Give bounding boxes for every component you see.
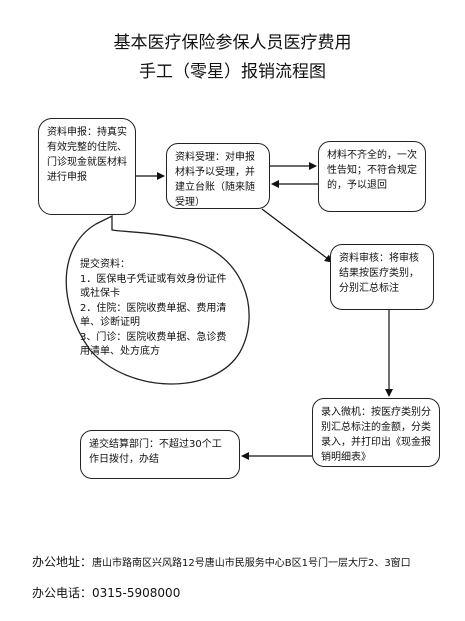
phone-label: 办公电话： [32, 586, 93, 600]
footer-phone: 办公电话：0315-5908000 [32, 584, 180, 601]
address-value: 唐山市路南区兴风路12号唐山市民服务中心B区1号门一层大厅2、3窗口 [92, 558, 411, 569]
node-review: 资料审核：将审核结果按医疗类别，分别汇总标注 [330, 244, 434, 310]
node-reject: 材料不齐全的，一次性告知；不符合规定的，予以退回 [318, 141, 426, 212]
documents-bubble [65, 214, 250, 385]
node-final: 递交结算部门：不超过30个工作日拨付，办结 [80, 430, 240, 479]
address-label: 办公地址： [32, 555, 93, 569]
documents-text: 提交资料： 1．医保电子凭证或有效身份证件或社保卡 2．住院：医院收费单据、费用… [80, 259, 227, 357]
footer-address: 办公地址：唐山市路南区兴风路12号唐山市民服务中心B区1号门一层大厅2、3窗口 [32, 553, 411, 570]
node-entry: 录入微机：按医疗类别分别汇总标注的金额，分类录入，并打印出《现金报销明细表》 [312, 398, 440, 467]
phone-value: 0315-5908000 [92, 586, 181, 600]
chart-title-line2: 手工（零星）报销流程图 [139, 62, 326, 82]
arrow-accept-to-review [261, 208, 333, 263]
chart-title-line1: 基本医疗保险参保人员医疗费用 [113, 33, 352, 53]
node-accept: 资料受理：对申报材料予以受理，并建立台账（随来随受理） [166, 143, 270, 209]
node-apply: 资料申报：持真实有效完整的住院、门诊现金就医材料进行申报 [38, 118, 136, 215]
